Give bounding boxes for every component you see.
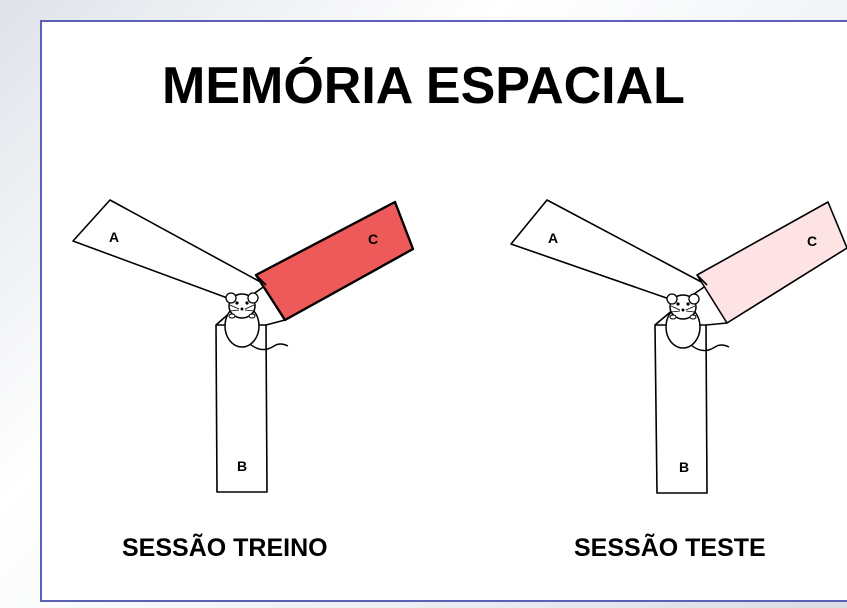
maze-test-label-a: A xyxy=(548,230,558,246)
maze-test-arm-a xyxy=(510,199,708,304)
maze-test-label-c: C xyxy=(807,233,817,249)
maze-test: A B C xyxy=(510,199,847,494)
maze-test-label-b: B xyxy=(679,459,689,475)
maze-training-label-c: C xyxy=(368,231,378,247)
page-title: MEMÓRIA ESPACIAL xyxy=(162,57,685,115)
maze-training-arm-c xyxy=(254,200,415,322)
maze-test-arm-c xyxy=(696,201,847,324)
session-label-test: SESSÃO TESTE xyxy=(574,534,766,562)
session-label-training: SESSÃO TREINO xyxy=(122,534,328,562)
maze-training: A B C xyxy=(72,199,415,493)
maze-training-arm-a xyxy=(72,199,267,304)
maze-training-label-a: A xyxy=(109,229,119,245)
slide-panel xyxy=(40,20,847,602)
maze-training-label-b: B xyxy=(237,458,247,474)
